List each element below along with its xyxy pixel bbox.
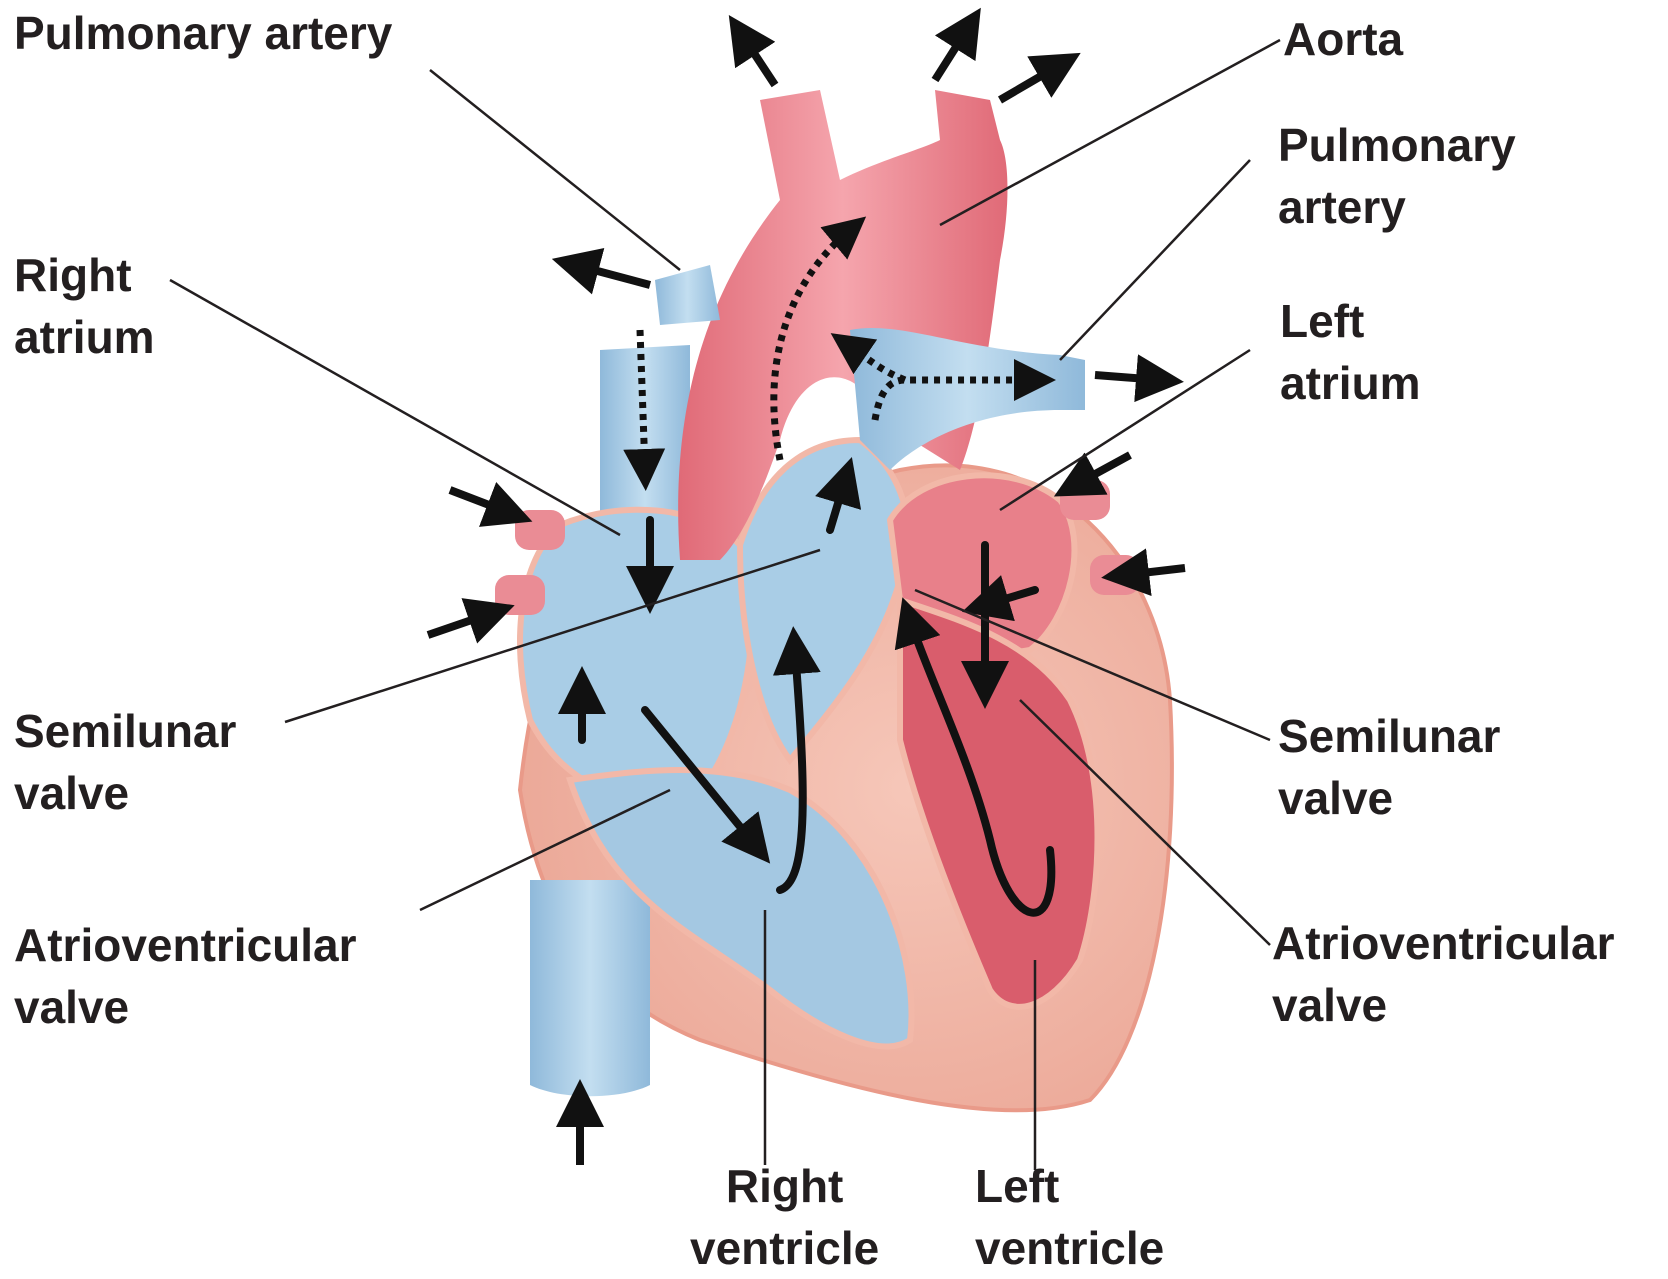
- pulmonary-vein-1: [1060, 480, 1110, 520]
- label-semilunar-valve-left: Semilunar valve: [14, 700, 236, 824]
- label-right-atrium: Right atrium: [14, 244, 155, 368]
- label-line: Right: [14, 244, 155, 306]
- label-semilunar-valve-right: Semilunar valve: [1278, 705, 1500, 829]
- label-av-valve-left: Atrioventricular valve: [14, 914, 357, 1038]
- label-line: valve: [14, 762, 236, 824]
- label-left-atrium: Left atrium: [1280, 290, 1421, 414]
- label-line: Pulmonary artery: [14, 2, 392, 64]
- label-line: atrium: [1280, 352, 1421, 414]
- label-line: ventricle: [690, 1217, 879, 1279]
- label-line: Semilunar: [14, 700, 236, 762]
- label-line: valve: [1278, 767, 1500, 829]
- label-line: Right: [690, 1155, 879, 1217]
- label-line: Semilunar: [1278, 705, 1500, 767]
- label-line: atrium: [14, 306, 155, 368]
- label-line: Atrioventricular: [14, 914, 357, 976]
- label-line: Left: [975, 1155, 1164, 1217]
- label-right-ventricle: Right ventricle: [690, 1155, 879, 1279]
- label-line: Aorta: [1283, 8, 1403, 70]
- label-line: ventricle: [975, 1217, 1164, 1279]
- pulmonary-artery-right-branch: [850, 328, 1085, 470]
- label-line: Atrioventricular: [1272, 912, 1615, 974]
- inferior-vena-cava: [530, 880, 650, 1096]
- label-pulmonary-artery-right: Pulmonary artery: [1278, 114, 1516, 238]
- label-pulmonary-artery-left: Pulmonary artery: [14, 2, 392, 64]
- label-line: valve: [1272, 974, 1615, 1036]
- pulmonary-vein-3: [515, 510, 565, 550]
- label-av-valve-right: Atrioventricular valve: [1272, 912, 1615, 1036]
- label-line: valve: [14, 976, 357, 1038]
- label-line: Pulmonary: [1278, 114, 1516, 176]
- label-line: artery: [1278, 176, 1516, 238]
- label-aorta: Aorta: [1283, 8, 1403, 70]
- label-line: Left: [1280, 290, 1421, 352]
- pulmonary-artery-left-branch: [655, 265, 720, 325]
- pulmonary-vein-4: [495, 575, 545, 615]
- label-left-ventricle: Left ventricle: [975, 1155, 1164, 1279]
